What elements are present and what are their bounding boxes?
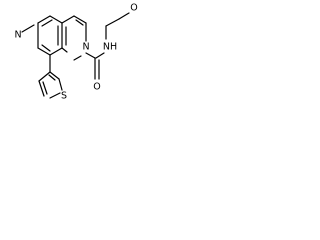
bond xyxy=(49,71,60,80)
ring-nitrogen-bottom-label: N xyxy=(82,42,89,53)
ring-nitrogen-top-label: N xyxy=(14,30,21,41)
thiophene-ring xyxy=(38,54,63,99)
bond xyxy=(85,52,96,59)
bond xyxy=(95,52,105,59)
bond xyxy=(38,80,45,97)
amide-side-chain xyxy=(85,12,130,80)
left-pyridine-ring xyxy=(21,15,63,56)
bond xyxy=(21,24,35,33)
bond xyxy=(118,12,130,20)
right-pyridine-ring xyxy=(61,15,87,61)
bond xyxy=(73,55,82,61)
bond xyxy=(49,92,61,99)
bond xyxy=(73,15,87,24)
ether-oxygen-label: O xyxy=(130,3,137,14)
carbonyl-oxygen-label: O xyxy=(93,82,100,93)
bond xyxy=(58,78,63,91)
bond xyxy=(75,19,84,26)
bond xyxy=(49,47,63,56)
bond xyxy=(49,15,63,24)
bond xyxy=(105,18,120,27)
chemical-structure: N N NH O O S xyxy=(14,3,137,102)
bond xyxy=(41,44,51,52)
bond xyxy=(38,71,51,82)
bond xyxy=(37,15,51,24)
bond xyxy=(61,47,68,53)
bond xyxy=(37,47,51,56)
bond xyxy=(42,81,48,95)
bond xyxy=(41,19,53,27)
amide-nitrogen-label: NH xyxy=(103,42,117,53)
bond xyxy=(61,15,75,24)
thiophene-sulfur-label: S xyxy=(61,91,67,102)
bond xyxy=(48,74,56,81)
